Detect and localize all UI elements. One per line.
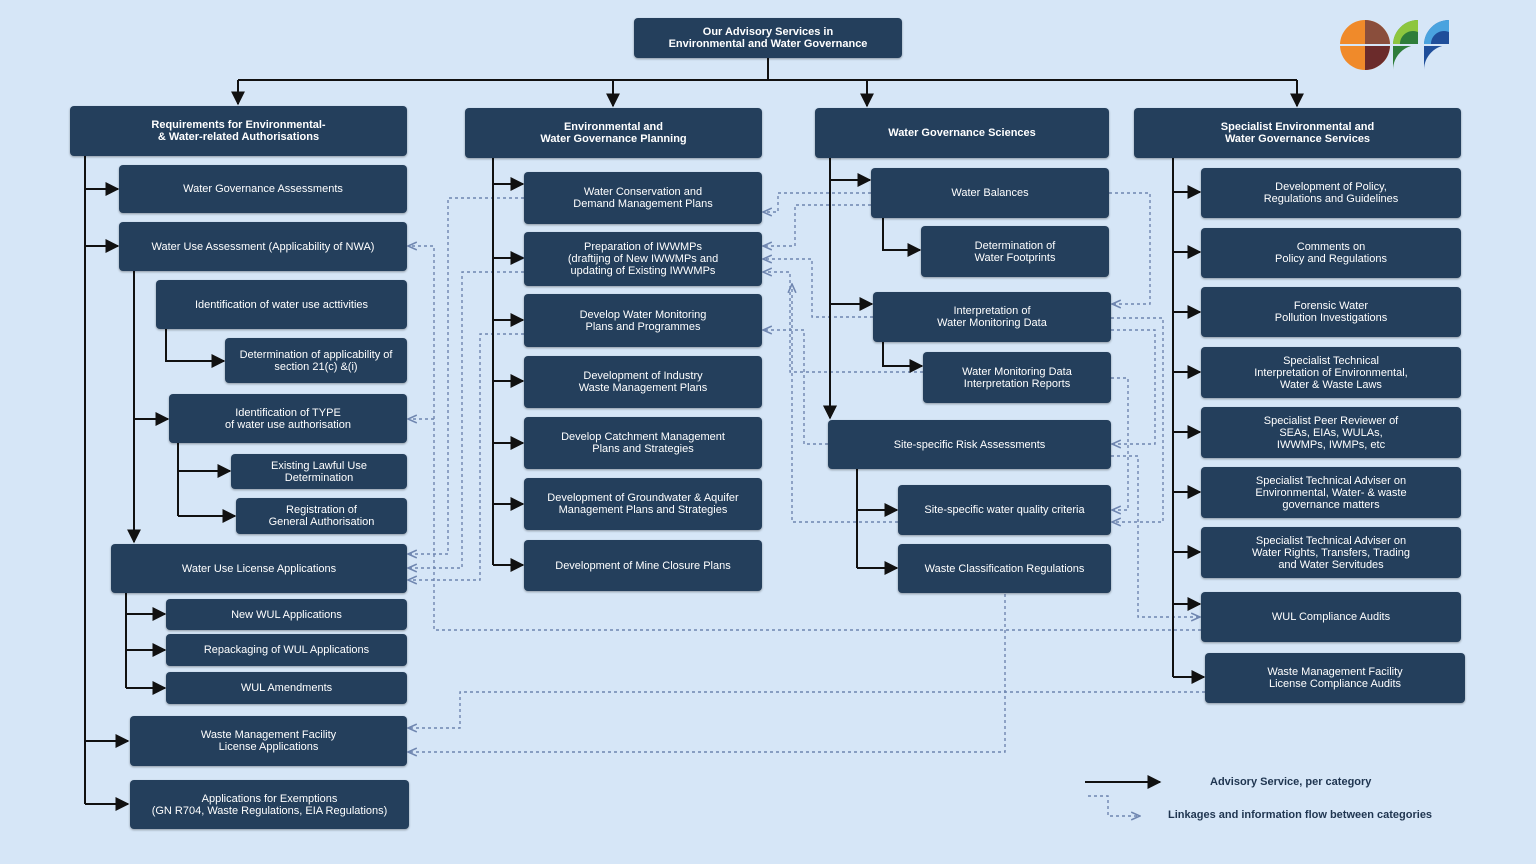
node-water-balances: Water Balances — [871, 168, 1109, 218]
node-adviser-environmental: Specialist Technical Adviser on Environm… — [1201, 467, 1461, 518]
root-node: Our Advisory Services in Environmental a… — [634, 18, 902, 58]
node-interpretation-monitoring-data: Interpretation of Water Monitoring Data — [873, 292, 1111, 342]
hierarchy-link — [882, 218, 922, 257]
node-water-use-assessment: Water Use Assessment (Applicability of N… — [119, 222, 407, 271]
node-monitoring-data-reports: Water Monitoring Data Interpretation Rep… — [923, 352, 1111, 403]
node-groundwater-aquifer-plans: Development of Groundwater & Aquifer Man… — [524, 478, 762, 530]
node-mine-closure-plans: Development of Mine Closure Plans — [524, 540, 762, 591]
node-identification-water-use-activities: Identification of water use acttivities — [156, 280, 407, 329]
category-planning: Environmental and Water Governance Plann… — [465, 108, 762, 158]
information-flow-link — [408, 246, 1201, 631]
node-wul-amendments: WUL Amendments — [166, 672, 407, 704]
legend-dotted-arrow — [1088, 795, 1140, 816]
node-water-conservation-demand: Water Conservation and Demand Management… — [524, 172, 762, 224]
information-flow-link — [408, 271, 524, 568]
information-flow-link — [763, 272, 923, 373]
node-water-monitoring-plans: Develop Water Monitoring Plans and Progr… — [524, 294, 762, 347]
information-flow-link — [1111, 317, 1164, 522]
node-existing-lawful-use: Existing Lawful Use Determination — [231, 454, 407, 489]
legend-dotted-label: Linkages and information flow between ca… — [1168, 809, 1433, 821]
information-flow-link — [1109, 192, 1151, 304]
node-determination-section-21c: Determination of applicability of sectio… — [225, 338, 407, 383]
node-adviser-water-rights: Specialist Technical Adviser on Water Ri… — [1201, 527, 1461, 578]
node-industry-waste-plans: Development of Industry Waste Management… — [524, 356, 762, 408]
information-flow-link — [408, 333, 524, 580]
node-comments-policy: Comments on Policy and Regulations — [1201, 228, 1461, 278]
node-water-governance-assessments: Water Governance Assessments — [119, 165, 407, 213]
node-forensic-investigations: Forensic Water Pollution Investigations — [1201, 287, 1461, 337]
information-flow-link — [763, 259, 873, 318]
node-waste-facility-license-applications: Waste Management Facility License Applic… — [130, 716, 407, 766]
category-authorisations: Requirements for Environmental- & Water-… — [70, 106, 407, 156]
node-interpretation-laws: Specialist Technical Interpretation of E… — [1201, 347, 1461, 398]
information-flow-link — [408, 197, 524, 554]
node-waste-classification-regulations: Waste Classification Regulations — [898, 544, 1111, 593]
hierarchy-link — [165, 329, 226, 368]
node-repackaging-wul: Repackaging of WUL Applications — [166, 634, 407, 666]
information-flow-link — [763, 192, 871, 212]
information-flow-link — [1111, 455, 1200, 617]
information-flow-link — [763, 204, 871, 246]
category-sciences: Water Governance Sciences — [815, 108, 1109, 158]
legend-solid-label: Advisory Service, per category — [1210, 776, 1372, 788]
information-flow-link — [792, 284, 898, 523]
node-site-specific-risk-assessments: Site-specific Risk Assessments — [828, 420, 1111, 469]
information-flow-link — [408, 691, 1205, 728]
node-water-footprints: Determination of Water Footprints — [921, 226, 1109, 277]
node-waste-facility-audits: Waste Management Facility License Compli… — [1205, 653, 1465, 703]
information-flow-link — [763, 330, 828, 445]
node-new-wul-applications: New WUL Applications — [166, 599, 407, 630]
node-wul-compliance-audits: WUL Compliance Audits — [1201, 592, 1461, 642]
information-flow-link — [408, 594, 1006, 752]
node-policy-regulations-guidelines: Development of Policy, Regulations and G… — [1201, 168, 1461, 218]
node-catchment-management-plans: Develop Catchment Management Plans and S… — [524, 417, 762, 469]
node-wul-applications: Water Use License Applications — [111, 544, 407, 593]
node-site-specific-water-quality: Site-specific water quality criteria — [898, 485, 1111, 535]
node-preparation-iwwmps: Preparation of IWWMPs (draftijng of New … — [524, 232, 762, 286]
category-specialist: Specialist Environmental and Water Gover… — [1134, 108, 1461, 158]
node-applications-exemptions: Applications for Exemptions (GN R704, Wa… — [130, 780, 409, 829]
hierarchy-link — [882, 342, 924, 373]
node-peer-reviewer: Specialist Peer Reviewer of SEAs, EIAs, … — [1201, 407, 1461, 458]
company-logo-icon — [1338, 20, 1454, 70]
information-flow-link — [1111, 377, 1129, 510]
information-flow-link — [1111, 329, 1156, 444]
node-registration-general-authorisation: Registration of General Authorisation — [236, 498, 407, 534]
node-identification-type-authorisation: Identification of TYPE of water use auth… — [169, 394, 407, 443]
